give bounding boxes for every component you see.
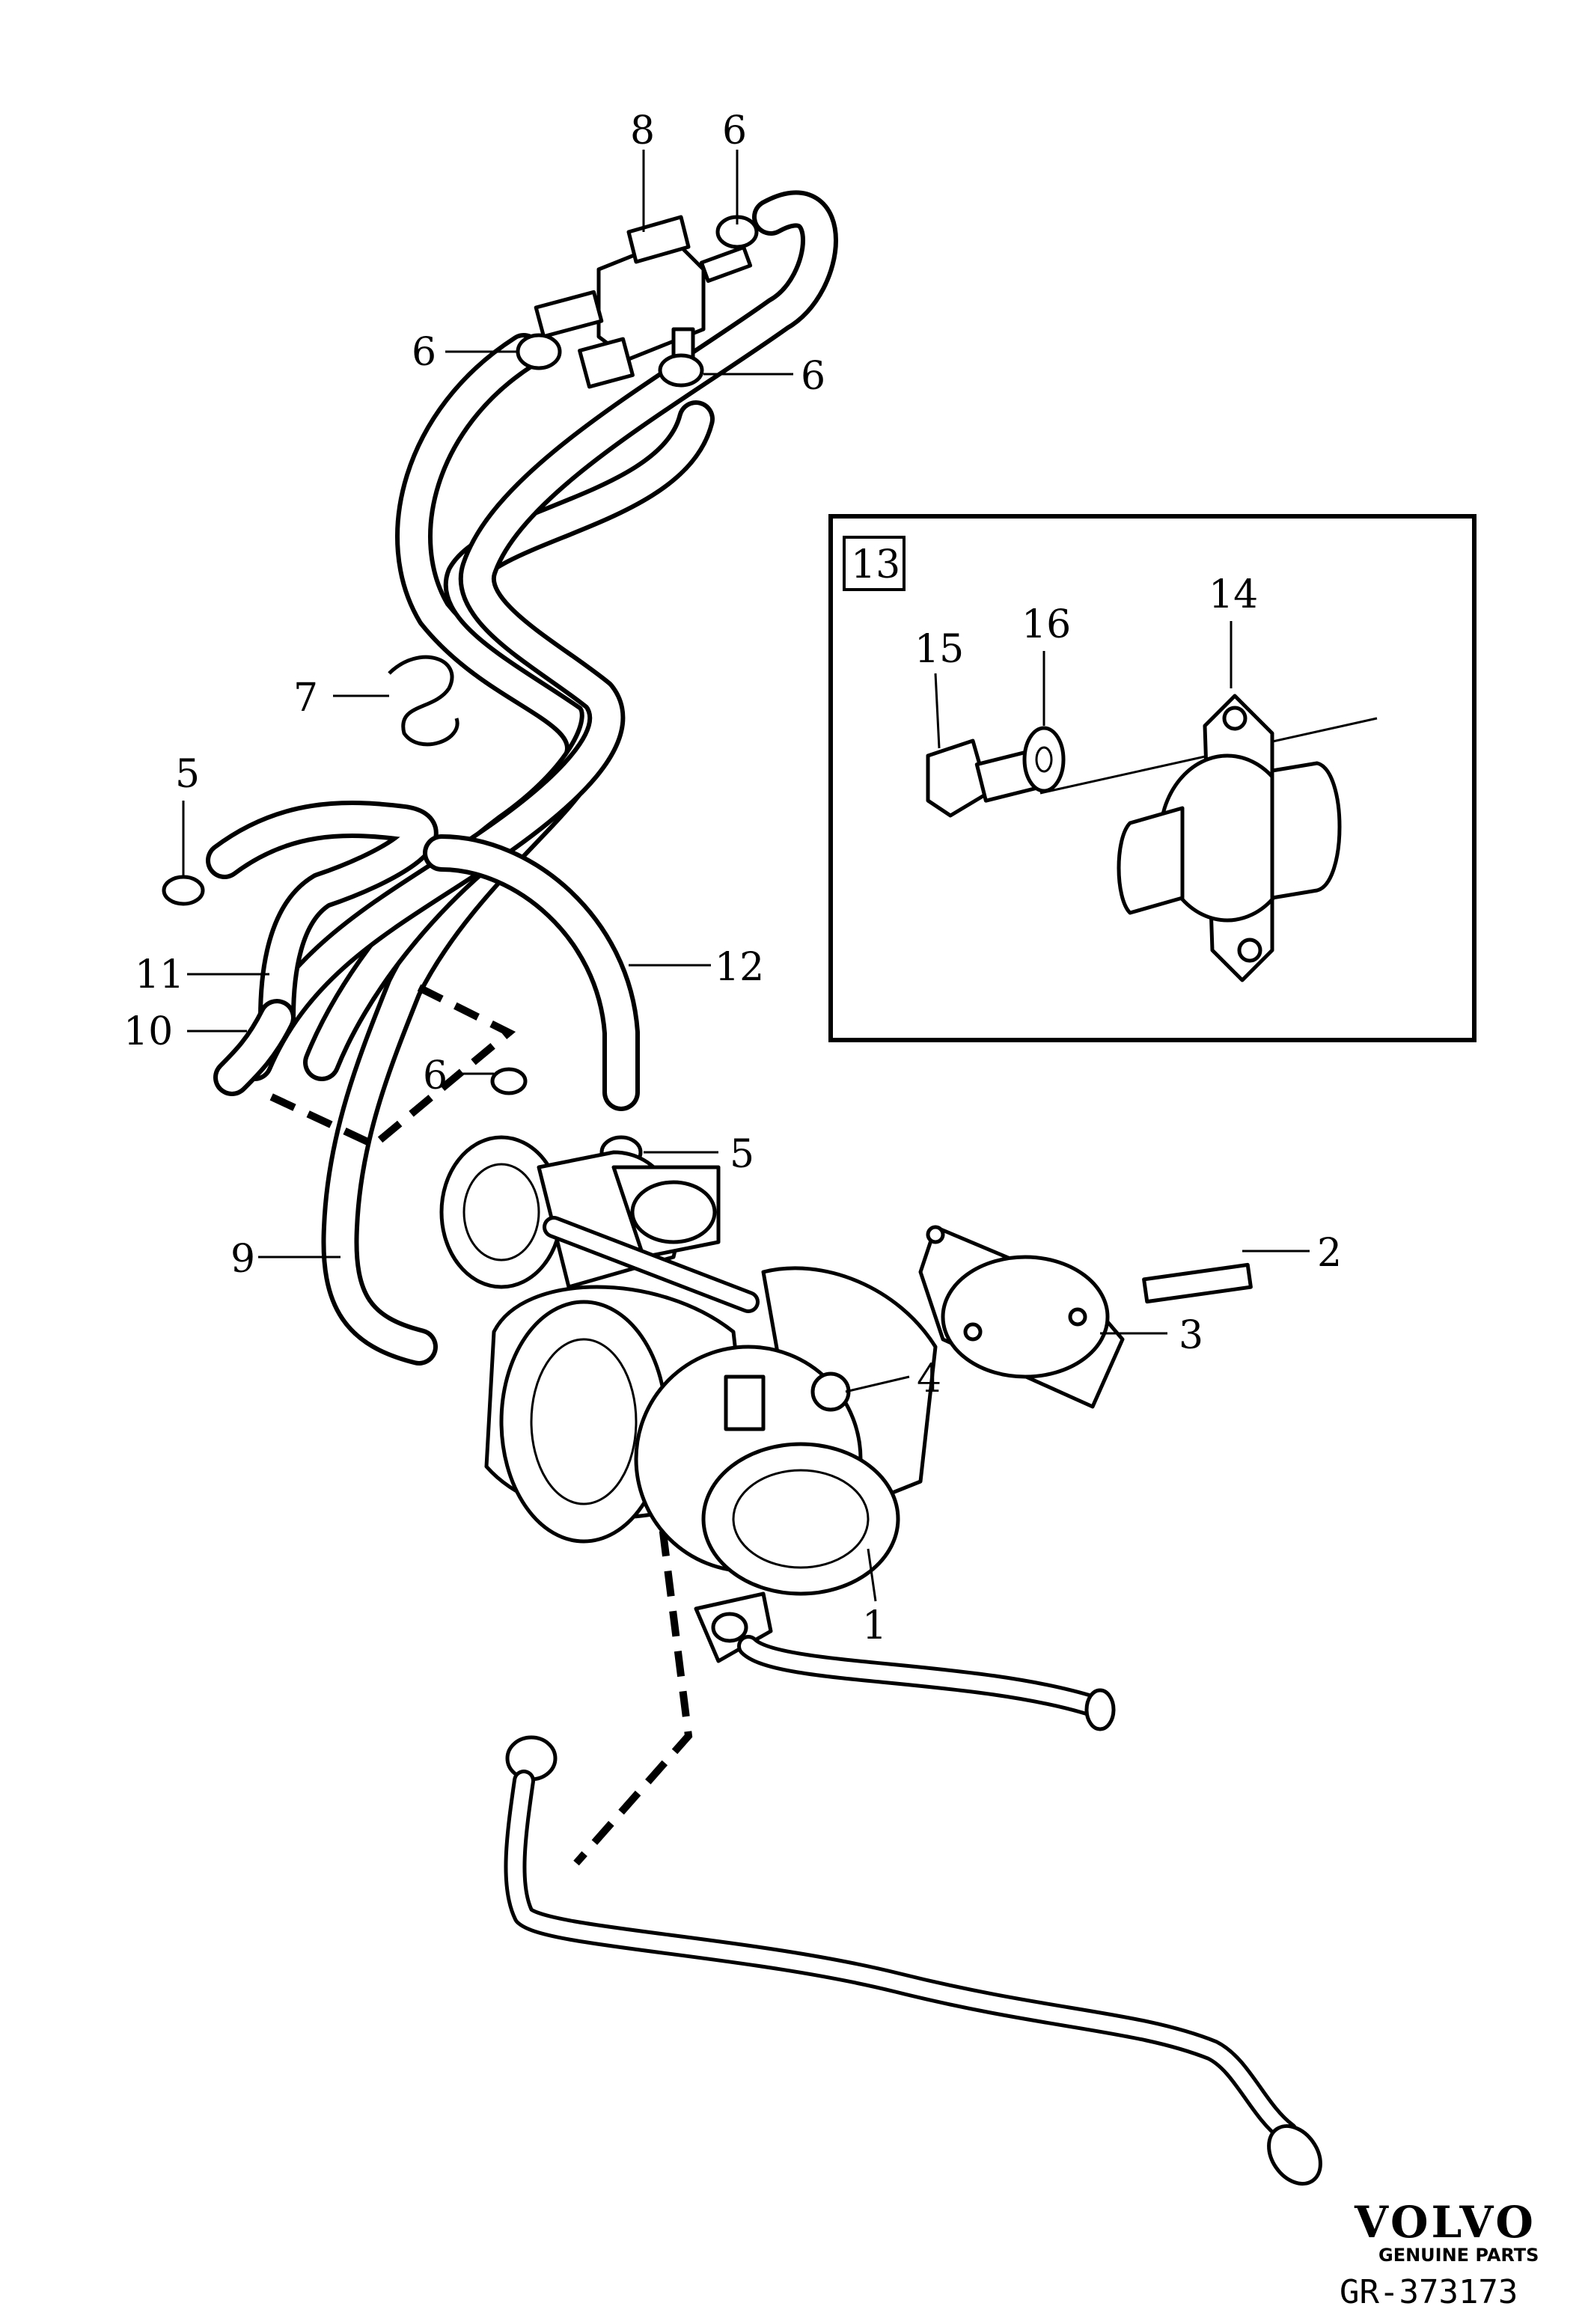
callout-4: 4 [917, 1357, 941, 1401]
callout-7: 7 [293, 676, 318, 721]
hose-clamps-6 [490, 215, 759, 1095]
detail-inset-13 [828, 514, 1477, 1042]
callout-15: 15 [914, 627, 964, 672]
control-valve-14 [1117, 694, 1342, 982]
callout-6-lower: 6 [423, 1054, 448, 1098]
hose-clip-7 [388, 655, 459, 747]
callout-6-right: 6 [801, 354, 825, 399]
callout-2: 2 [1317, 1231, 1342, 1276]
callout-16: 16 [1022, 602, 1071, 647]
leader-lines [182, 150, 1310, 1602]
callout-3: 3 [1179, 1313, 1203, 1358]
callout-6-top: 6 [722, 108, 747, 153]
hose-assembly [206, 190, 838, 1366]
gasket-3 [918, 1225, 1125, 1409]
callout-14: 14 [1209, 572, 1258, 617]
callout-8: 8 [630, 108, 655, 153]
brand-tagline: GENUINE PARTS [1378, 2245, 1539, 2266]
callout-9: 9 [230, 1237, 255, 1282]
solenoid-valve [534, 215, 753, 389]
callout-5-left: 5 [175, 752, 200, 797]
callout-labels: 8 6 6 6 7 5 11 10 12 6 5 9 2 3 4 1 13 15… [123, 108, 1342, 1648]
oil-feed-pipe [504, 1735, 1322, 2186]
stud-2 [1142, 1262, 1253, 1304]
diagram-reference: GR-373173 [1340, 2273, 1518, 2311]
callout-10: 10 [123, 1009, 173, 1054]
routing-dashed-line-upper [260, 984, 516, 1149]
oil-return-pipe [694, 1591, 1116, 1731]
callout-5-lower: 5 [730, 1132, 754, 1177]
callout-12: 12 [715, 945, 764, 990]
brand-name: VOLVO [1354, 2197, 1536, 2248]
turbocharger [439, 1135, 938, 1596]
callout-6-left: 6 [412, 330, 436, 375]
callout-1: 1 [862, 1603, 887, 1648]
brand-block: VOLVO GENUINE PARTS GR-373173 [1340, 2197, 1539, 2311]
washer-16 [1022, 726, 1066, 793]
hose-clamp-5-left [162, 875, 205, 906]
callout-11: 11 [135, 952, 184, 997]
callout-13: 13 [851, 542, 900, 587]
